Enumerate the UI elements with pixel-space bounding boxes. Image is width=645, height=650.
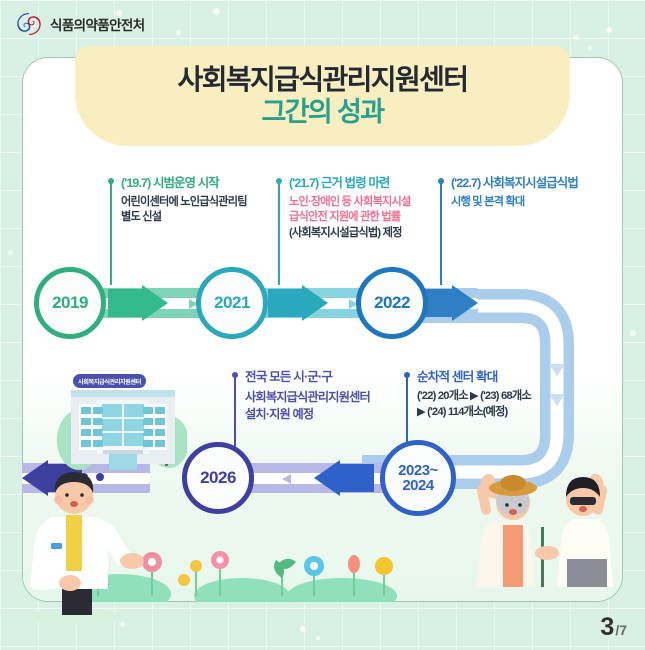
decor-bubble: [606, 27, 612, 33]
year-label-line2: 2024: [402, 477, 434, 494]
decor-bubble: [316, 636, 320, 640]
timeline-entry-2023-2024: 순차적 센터 확대 ('22) 20개소 ▶ ('23) 68개소 ▶ ('24…: [404, 370, 532, 465]
decor-bubble: [588, 46, 592, 50]
entry-heading: ('21.7) 근거 법령 마련: [289, 176, 390, 190]
year-node-2026[interactable]: 2026: [182, 442, 254, 514]
decor-bubble: [630, 330, 636, 336]
decor-bubble: [176, 30, 181, 35]
page-title: 사회복지급식관리지원센터: [177, 63, 470, 95]
page-indicator: 3 /7: [600, 613, 627, 642]
timeline-entry-2021: ('21.7) 근거 법령 마련 노인·장애인 등 사회복지시설 급식안전 지원…: [276, 176, 411, 285]
decor-bubble: [213, 8, 220, 15]
year-label: 2026: [200, 468, 236, 488]
year-label: 2019: [52, 293, 88, 313]
entry-body: 노인·장애인 등 사회복지시설 급식안전 지원에 관한 법률 (사회복지시설급식…: [289, 195, 411, 240]
elderly-couple-waving-icon: [476, 473, 613, 587]
timeline-entry-2019: ('19.7) 시범운영 시작 어린이센터에 노인급식관리팀 별도 신설: [108, 176, 248, 285]
entry-body: 시행 및 본격 확대: [451, 195, 525, 208]
mini-arrow-icon: [282, 474, 291, 484]
page-current-number: 3: [600, 613, 615, 641]
entry-heading: ('22.7) 사회복지시설급식법: [451, 176, 579, 190]
year-node-2019[interactable]: 2019: [34, 267, 106, 339]
decor-bubble: [120, 622, 125, 627]
agency-name: 식품의약품안전처: [50, 18, 145, 33]
page-header: 식품의약품안전처: [0, 0, 645, 48]
timeline-stem: [278, 183, 280, 285]
entry-body: ('22) 20개소 ▶ ('23) 68개소 ▶ ('24) 114개소(예정…: [417, 389, 532, 418]
mfds-taegeuk-logo-icon: [17, 12, 41, 36]
entry-heading: 전국 모든 시·군·구: [245, 370, 333, 384]
nutritionist-character-icon: [28, 472, 144, 625]
building-sign-label: 사회복지급식관리지원센터: [73, 374, 146, 388]
page-subtitle: 그간의 성과: [261, 96, 385, 127]
year-node-2022[interactable]: 2022: [356, 267, 428, 339]
page-total-number: /7: [615, 622, 627, 638]
decor-bubble: [126, 22, 130, 26]
decor-bubble: [8, 250, 13, 255]
timeline-stem: [440, 183, 442, 285]
decor-bubble: [300, 626, 306, 632]
decor-bubble: [116, 10, 122, 16]
decor-bubble: [574, 35, 579, 40]
timeline-stem: [110, 183, 112, 285]
year-label: 2022: [374, 293, 410, 313]
year-label: 2021: [214, 293, 250, 313]
year-node-2023-2024[interactable]: 2023~ 2024: [380, 440, 456, 516]
title-banner: 사회복지급식관리지원센터 그간의 성과: [75, 46, 570, 146]
entry-heading: ('19.7) 시범운영 시작: [121, 176, 220, 190]
entry-body: 사회복지급식관리지원센터 설치·지원 예정: [245, 389, 371, 422]
entry-body: 어린이센터에 노인급식관리팀 별도 신설: [121, 195, 248, 224]
entry-heading: 순차적 센터 확대: [417, 370, 498, 384]
year-node-2021[interactable]: 2021: [196, 267, 268, 339]
timeline-entry-2026: 전국 모든 시·군·구 사회복지급식관리지원센터 설치·지원 예정: [232, 370, 371, 465]
year-label-line1: 2023~: [398, 461, 438, 479]
timeline-entry-2022: ('22.7) 사회복지시설급식법 시행 및 본격 확대: [438, 176, 579, 285]
